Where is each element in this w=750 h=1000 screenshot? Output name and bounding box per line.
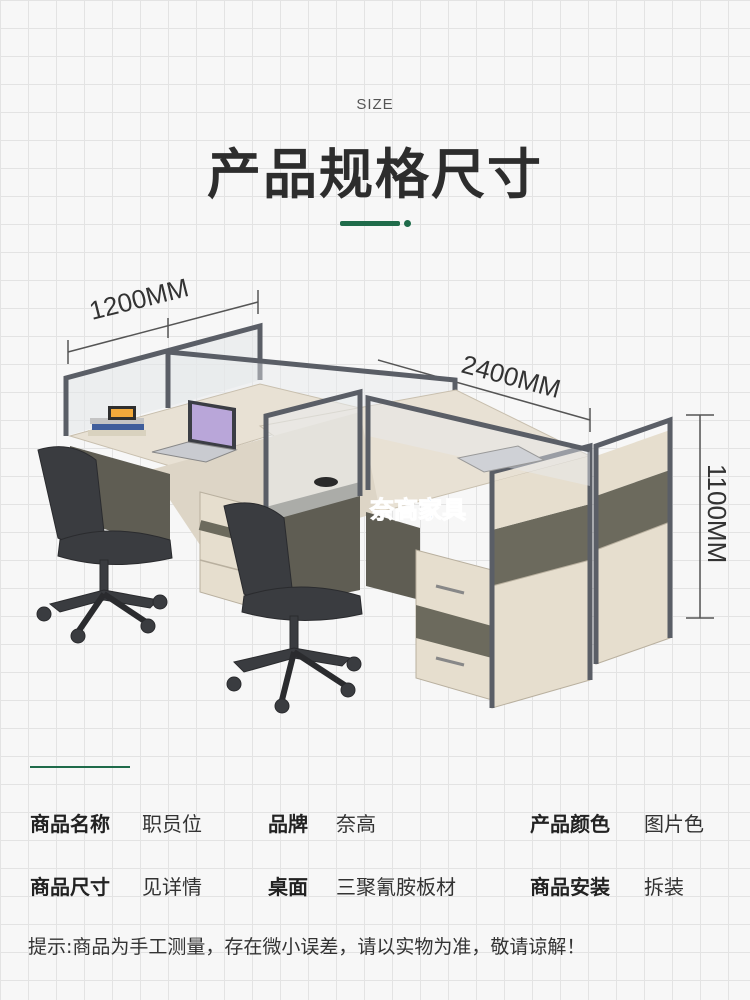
- dimension-width: [67, 290, 259, 364]
- spec-key: 商品名称: [30, 812, 110, 836]
- dimension-length: [377, 359, 591, 432]
- spec-value: 奈高: [336, 812, 376, 836]
- dimension-height: [686, 414, 714, 619]
- laptop-left: [151, 400, 238, 463]
- spec-value: 职员位: [142, 812, 202, 836]
- spec-value: 图片色: [644, 812, 704, 836]
- spec-key: 商品安装: [530, 875, 610, 899]
- office-chair-left: [36, 446, 173, 644]
- book-stack: [88, 406, 146, 436]
- coffee-cup: [314, 477, 338, 487]
- disclaimer-note: 提示:商品为手工测量，存在微小误差，请以实物为准，敬请谅解！: [28, 936, 586, 958]
- section-divider: [30, 766, 130, 768]
- spec-row-2: 商品尺寸 见详情 桌面 三聚氰胺板材 商品安装 拆装: [30, 871, 730, 901]
- dimension-height-label: 1100MM: [702, 464, 732, 563]
- front-panel: [489, 416, 673, 709]
- right-pedestal: [366, 512, 493, 701]
- page-title: 产品规格尺寸: [207, 143, 543, 206]
- spec-value: 三聚氰胺板材: [336, 875, 456, 899]
- section-subtitle: SIZE: [356, 96, 394, 113]
- dimension-length-label: 2400MM: [458, 349, 563, 404]
- laptop-right: [456, 445, 546, 473]
- spec-row-1: 商品名称 职员位 品牌 奈高 产品颜色 图片色: [30, 808, 730, 838]
- spec-key: 商品尺寸: [30, 875, 110, 899]
- spec-value: 拆装: [644, 875, 684, 899]
- spec-value: 见详情: [142, 875, 202, 899]
- title-decoration: [340, 218, 420, 230]
- spec-key: 桌面: [268, 875, 308, 899]
- spec-key: 产品颜色: [530, 812, 610, 836]
- title-dot: [404, 220, 411, 227]
- brand-logo-text: 奈高家具: [369, 496, 466, 524]
- dimension-width-label: 1200MM: [86, 272, 191, 326]
- product-illustration: 1200MM 2400MM 1100MM: [36, 272, 732, 714]
- office-chair-right: [223, 502, 363, 714]
- spec-key: 品牌: [268, 812, 308, 836]
- center-screen: [263, 388, 591, 522]
- title-underline: [340, 221, 400, 226]
